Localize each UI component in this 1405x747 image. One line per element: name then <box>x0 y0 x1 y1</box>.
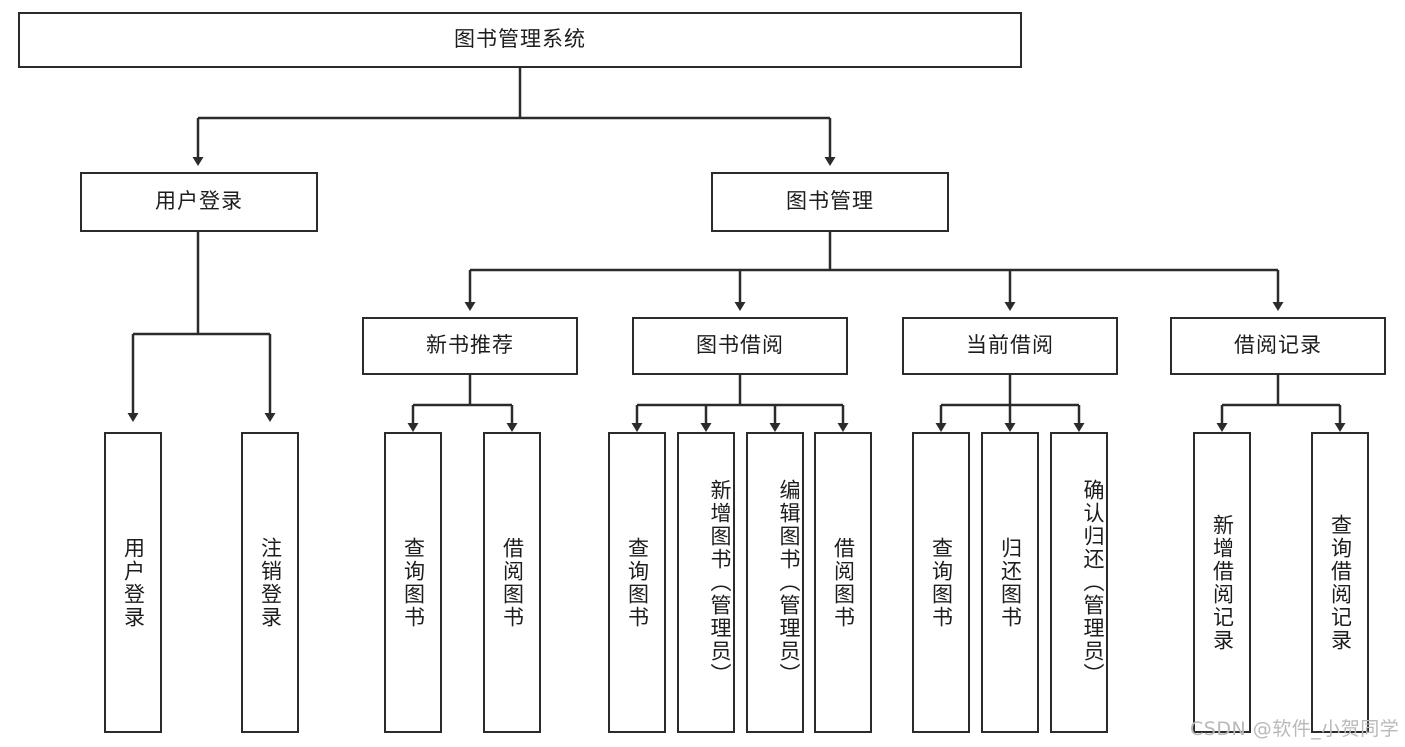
node-root-system[interactable]: 图书管理系统 <box>18 12 1022 68</box>
node-book-management[interactable]: 图书管理 <box>711 172 949 232</box>
leaf-user-login-login[interactable]: 用户登录 <box>104 432 162 733</box>
leaf-current-borrow-query[interactable]: 查询图书 <box>912 432 970 733</box>
leaf-user-login-logout[interactable]: 注销登录 <box>241 432 299 733</box>
leaf-book-borrow-query[interactable]: 查询图书 <box>608 432 666 733</box>
node-borrow-records[interactable]: 借阅记录 <box>1170 317 1386 375</box>
leaf-book-borrow-borrow[interactable]: 借阅图书 <box>814 432 872 733</box>
leaf-label: 新增借阅记录 <box>1210 513 1235 652</box>
leaf-label: 借阅图书 <box>831 536 856 629</box>
leaf-label: 编辑图书（管理员） <box>777 479 801 686</box>
leaf-label: 查询图书 <box>401 536 426 629</box>
leaf-label: 归还图书 <box>998 536 1023 629</box>
node-user-login[interactable]: 用户登录 <box>80 172 318 232</box>
leaf-label: 新增图书（管理员） <box>708 479 732 686</box>
csdn-watermark: CSDN @软件_小贺同学 <box>1190 718 1400 740</box>
leaf-records-add[interactable]: 新增借阅记录 <box>1193 432 1251 733</box>
leaf-new-book-borrow[interactable]: 借阅图书 <box>483 432 541 733</box>
leaf-book-borrow-add[interactable]: 新增图书（管理员） <box>677 432 735 733</box>
leaf-label: 确认归还（管理员） <box>1081 479 1105 686</box>
leaf-book-borrow-edit[interactable]: 编辑图书（管理员） <box>746 432 804 733</box>
leaf-label: 用户登录 <box>121 536 146 629</box>
leaf-label: 查询借阅记录 <box>1328 513 1353 652</box>
leaf-current-borrow-confirm[interactable]: 确认归还（管理员） <box>1050 432 1108 733</box>
node-book-borrow[interactable]: 图书借阅 <box>632 317 848 375</box>
leaf-label: 查询图书 <box>929 536 954 629</box>
leaf-label: 借阅图书 <box>500 536 525 629</box>
leaf-records-query[interactable]: 查询借阅记录 <box>1311 432 1369 733</box>
leaf-current-borrow-return[interactable]: 归还图书 <box>981 432 1039 733</box>
node-current-borrow[interactable]: 当前借阅 <box>902 317 1118 375</box>
leaf-new-book-query[interactable]: 查询图书 <box>384 432 442 733</box>
leaf-label: 注销登录 <box>258 536 283 629</box>
leaf-label: 查询图书 <box>625 536 650 629</box>
node-new-book-recommend[interactable]: 新书推荐 <box>362 317 578 375</box>
